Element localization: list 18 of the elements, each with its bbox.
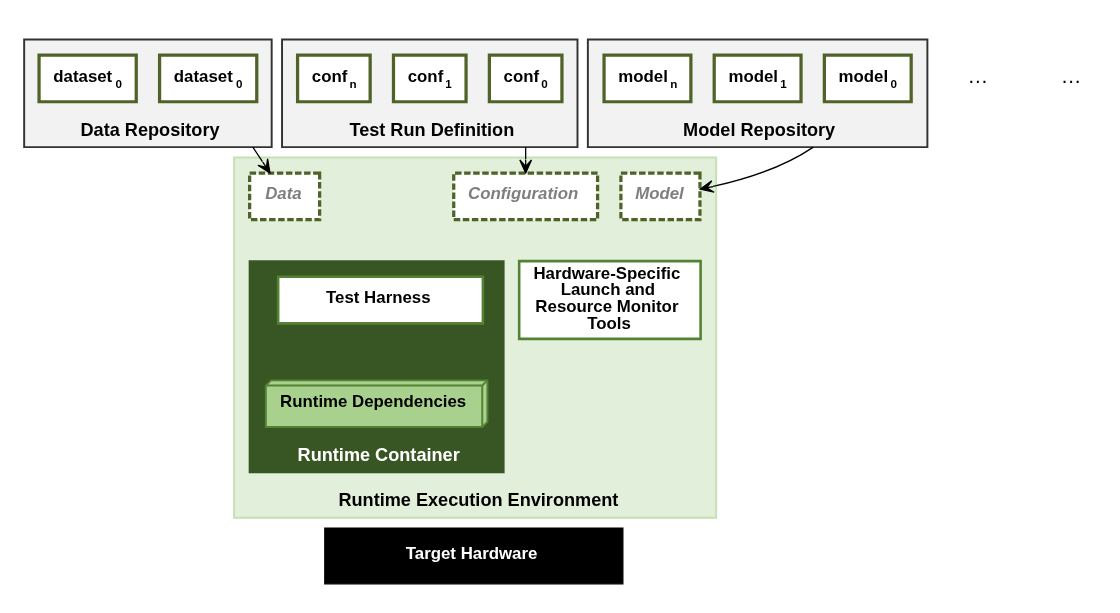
node-box: Configuration bbox=[452, 171, 600, 222]
node-box: dataset$_{0}$ bbox=[157, 53, 259, 104]
node-box: Target Hardware bbox=[324, 527, 624, 585]
label: … bbox=[967, 64, 989, 88]
node-box: model$_{n}$ bbox=[602, 53, 693, 104]
node-box: Data bbox=[248, 171, 322, 222]
node-box: Test Harness bbox=[276, 275, 485, 325]
node-box: model$_{1}$ bbox=[712, 53, 803, 104]
label: … bbox=[1060, 64, 1082, 88]
node-box: Hardware-Specific Launch and Resource Monitor Tools bbox=[517, 259, 702, 341]
node-box: Model bbox=[619, 171, 702, 222]
node-box: conf$_{n}$ bbox=[295, 53, 372, 104]
arrow bbox=[699, 146, 814, 193]
node-box: conf$_{1}$ bbox=[391, 53, 468, 104]
arrow bbox=[252, 146, 271, 174]
node-box: model$_{0}$ bbox=[822, 53, 913, 104]
node-box: conf$_{0}$ bbox=[487, 53, 564, 104]
node-box: dataset$_{0}$ bbox=[37, 53, 138, 104]
